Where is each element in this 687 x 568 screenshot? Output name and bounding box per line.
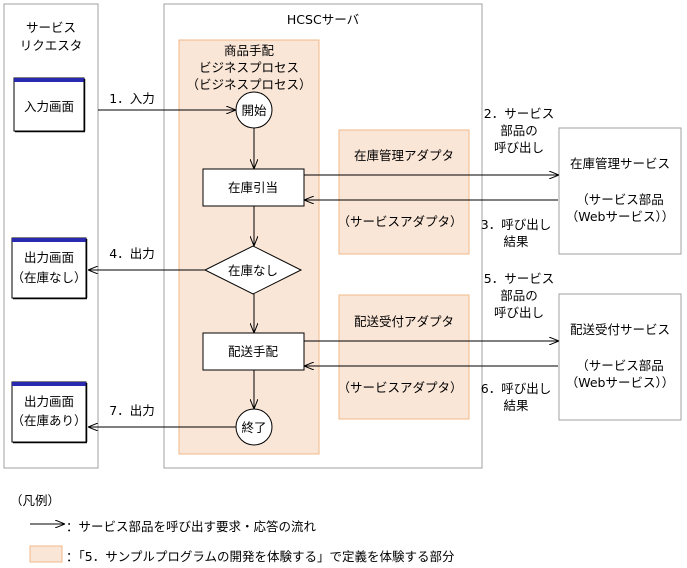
arrow-5-label2: 部品の [500, 288, 538, 303]
output-screen-no-stock: 出力画面 （在庫なし） [11, 237, 88, 300]
legend-arrow-desc: ：サービス部品を呼び出す要求・応答の流れ [66, 519, 317, 534]
delivery-service-sub1: （サービス部品 [576, 358, 664, 373]
delivery-service-title: 配送受付サービス [570, 322, 670, 337]
stock-check-label: 在庫引当 [228, 180, 278, 195]
arrow-2-label1: 2．サービス [484, 106, 554, 121]
arrow-5-label1: 5．サービス [484, 271, 554, 286]
arrow-3-label1: 3．呼び出し [481, 217, 551, 232]
stock-adapter-area [338, 129, 470, 255]
arrow-7-label: 7．出力 [109, 403, 154, 418]
stock-check-node [202, 168, 305, 207]
output-none-label1: 出力画面 [24, 250, 74, 265]
stock-adapter-sub: （サービスアダプタ） [337, 214, 462, 229]
delivery-service-sub2: （Webサービス）） [566, 375, 675, 390]
process-title-line2: ビジネスプロセス [199, 60, 299, 75]
output-some-label1: 出力画面 [24, 394, 74, 409]
arrow-6-label1: 6．呼び出し [481, 381, 551, 396]
delivery-adapter-area [338, 294, 470, 420]
delivery-label: 配送手配 [228, 344, 279, 359]
delivery-adapter-title: 配送受付アダプタ [354, 314, 454, 329]
input-screen: 入力画面 [13, 77, 86, 133]
arrow-2-label3: 呼び出し [494, 140, 544, 155]
arrow-3-label2: 結果 [503, 234, 529, 249]
requester-title-line1: サービス [26, 20, 76, 35]
arrow-1-label: 1．入力 [109, 91, 154, 106]
stock-service-box [558, 127, 682, 255]
no-stock-label: 在庫なし [228, 263, 278, 278]
delivery-service-box [558, 293, 682, 421]
legend-title: （凡例） [10, 493, 61, 508]
process-title-line3: （ビジネスプロセス） [186, 77, 311, 92]
arrow-5-label3: 呼び出し [494, 305, 544, 320]
legend-area-swatch [29, 545, 63, 563]
arrow-4-label: 4．出力 [109, 246, 154, 261]
output-none-label2: （在庫なし） [11, 270, 86, 285]
no-stock-decision [203, 245, 303, 295]
stock-service-sub1: （サービス部品 [576, 192, 664, 207]
requester-title-line2: リクエスタ [20, 38, 83, 53]
output-screen-in-stock: 出力画面 （在庫あり） [11, 381, 88, 444]
delivery-node [202, 332, 305, 371]
start-label: 開始 [241, 103, 267, 118]
output-some-label2: （在庫あり） [11, 413, 86, 428]
legend-area-desc: ：「5．サンプルプログラムの開発を体験する」で定義を体験する部分 [66, 549, 455, 564]
input-screen-label: 入力画面 [24, 99, 74, 114]
end-label: 終了 [241, 420, 266, 435]
stock-service-title: 在庫管理サービス [570, 156, 670, 171]
process-title-line1: 商品手配 [224, 43, 275, 58]
stock-adapter-title: 在庫管理アダプタ [354, 148, 454, 163]
server-title: HCSCサーバ [287, 12, 359, 27]
arrow-2-label2: 部品の [500, 123, 538, 138]
arrow-6-label2: 結果 [503, 398, 529, 413]
stock-service-sub2: （Webサービス）） [566, 209, 675, 224]
delivery-adapter-sub: （サービスアダプタ） [337, 380, 462, 395]
